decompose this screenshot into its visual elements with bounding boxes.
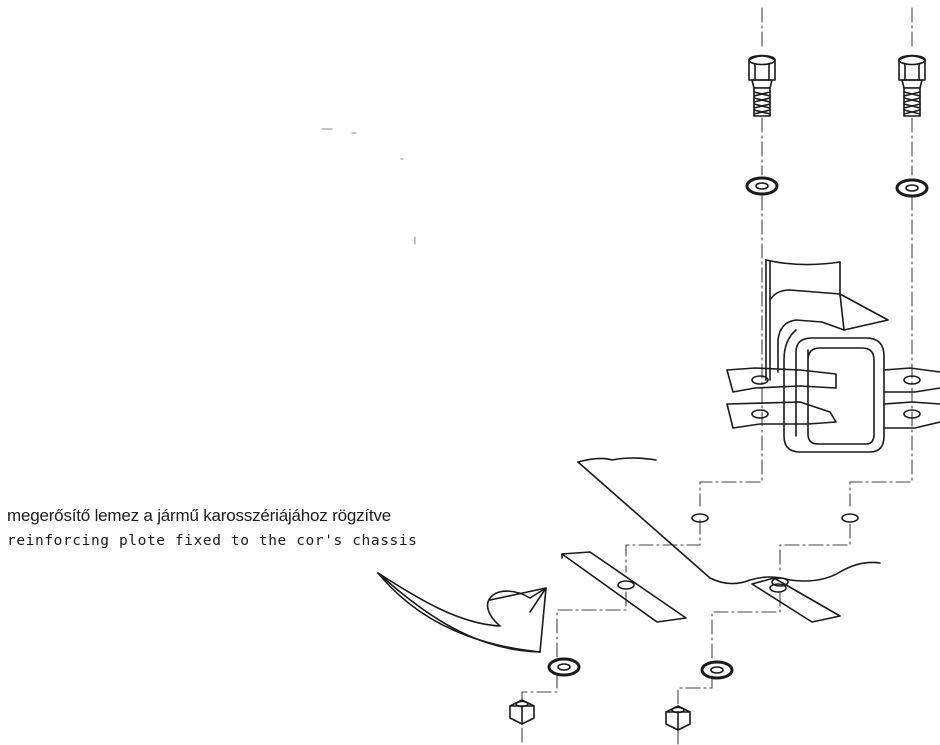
stray-marks (321, 128, 416, 245)
curved-arrow (377, 572, 547, 653)
bracket-assembly (726, 259, 940, 453)
washer-bottom-right (700, 660, 734, 680)
label-hungarian: megerősítő lemez a jármű karosszériájáho… (7, 506, 391, 525)
bolt-right (898, 54, 926, 117)
label-english: reinforcing plote fixed to the cor's cha… (7, 533, 418, 549)
bolt-left (748, 54, 776, 117)
reinforcing-plate-left (561, 551, 687, 623)
chassis-sheet (577, 457, 881, 587)
washer-top-left (745, 176, 779, 196)
reinforcing-plate-right (751, 577, 841, 623)
washer-top-right (895, 178, 929, 198)
washer-bottom-left (547, 657, 581, 677)
nut-left (509, 699, 535, 725)
centerlines (521, 7, 913, 745)
nut-right (665, 705, 691, 731)
